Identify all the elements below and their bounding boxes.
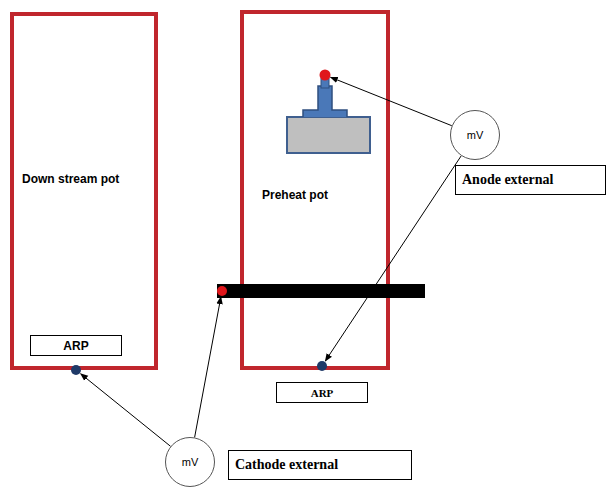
anode-stem — [321, 78, 329, 88]
node-label: ARP — [311, 387, 334, 399]
label-box: Anode external — [455, 165, 606, 195]
node-label: Down stream pot — [22, 172, 119, 186]
label-box: ARP — [276, 382, 368, 403]
anode — [287, 70, 370, 154]
node-label: Cathode external — [235, 457, 338, 473]
label-box: Cathode external — [228, 450, 412, 480]
measurement-lead — [325, 156, 461, 361]
millivolt-meter: mV — [450, 110, 500, 160]
node-label: mV — [467, 129, 484, 141]
measurement-lead — [81, 374, 171, 447]
label-box: ARP — [30, 335, 122, 356]
anode-contact-dot — [320, 70, 331, 81]
node-label: mV — [182, 456, 199, 468]
millivolt-meter: mV — [165, 437, 215, 487]
pot-outline: Down stream potARP — [10, 12, 158, 370]
node-label: ARP — [63, 339, 88, 353]
cathode-bar — [217, 284, 425, 298]
node-label: Anode external — [462, 172, 553, 188]
node-label: Preheat pot — [262, 188, 328, 202]
anode-block — [287, 117, 370, 153]
anode-hanger — [303, 86, 347, 117]
measurement-lead — [331, 77, 452, 125]
pot-outline: Preheat pot — [240, 10, 390, 370]
cathode-contact-dot — [217, 286, 227, 296]
measurement-lead — [195, 297, 221, 438]
